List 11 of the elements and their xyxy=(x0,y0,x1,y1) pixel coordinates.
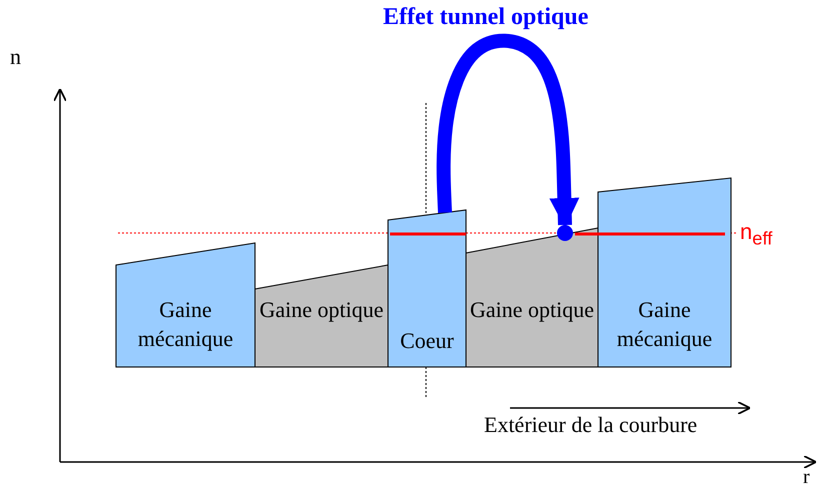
axis-label: n xyxy=(10,44,21,70)
direction-label: Extérieur de la courbure xyxy=(484,412,698,438)
axis-label: r xyxy=(803,466,810,489)
region-label: Gaine mécanique xyxy=(136,296,234,353)
region-label: Coeur xyxy=(399,327,455,355)
region-label: Gaine mécanique xyxy=(616,296,714,353)
edge-label: Effet tunnel optique xyxy=(383,4,588,31)
region-label: Gaine optique xyxy=(468,296,596,324)
region-label: Gaine optique xyxy=(258,296,385,324)
effective-index-label: n$_{eff}$ xyxy=(740,219,772,250)
tunnel-arrow xyxy=(436,34,580,228)
